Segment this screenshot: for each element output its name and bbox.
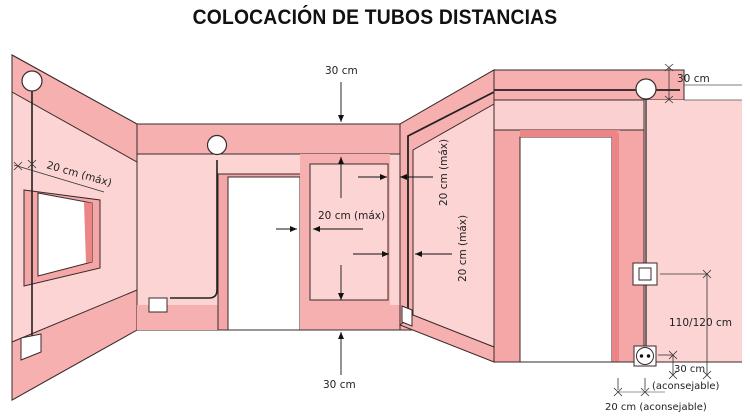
- right-wall-light: [635, 78, 657, 100]
- door-side-distance-label: 20 cm (aconsejable): [605, 402, 707, 413]
- floor-distance-label: 30 cm: [323, 379, 356, 391]
- switch-height-label: 110/120 cm: [669, 317, 732, 329]
- door-distance-label: 20 cm (máx): [318, 210, 385, 222]
- corner-upper-distance-label: 20 cm (máx): [438, 139, 450, 206]
- socket-note-label: (aconsejable): [652, 381, 720, 392]
- right-ceiling-distance-label: 30 cm: [677, 73, 710, 85]
- back-door: [217, 173, 311, 331]
- right-door: [493, 129, 645, 363]
- corner-floor-box: [401, 305, 413, 327]
- right-wall: 30 cm 110/120 cm 30 cm (aconsejable) 20 …: [493, 63, 742, 413]
- back-wall-light: [206, 134, 228, 156]
- corner-lower-distance-label: 20 cm (máx): [457, 215, 469, 282]
- left-floor-box: [20, 333, 42, 361]
- side-wall: 20 cm (máx) 20 cm (máx): [398, 69, 495, 363]
- power-socket: [633, 345, 657, 367]
- left-wall: 20 cm (máx): [11, 54, 138, 401]
- back-floor-box: [148, 297, 168, 313]
- light-switch: [632, 262, 658, 286]
- window: [23, 189, 101, 287]
- left-wall-light: [21, 70, 43, 92]
- socket-height-label: 30 cm: [674, 364, 705, 375]
- ceiling-distance-label: 30 cm: [325, 65, 358, 77]
- diagram-title: COLOCACIÓN DE TUBOS DISTANCIAS: [192, 6, 558, 29]
- back-wall: 30 cm 30 cm 20 cm (máx): [136, 65, 401, 391]
